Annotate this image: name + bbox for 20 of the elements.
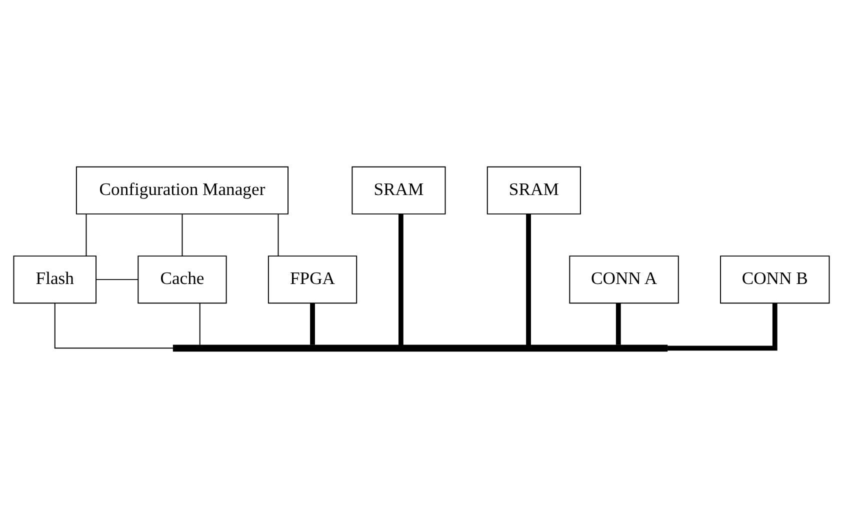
connector	[310, 303, 315, 345]
connector	[86, 214, 87, 256]
node-box: FPGA	[268, 256, 358, 304]
node-box: Flash	[13, 256, 97, 304]
node-box: CONN A	[569, 256, 679, 304]
node-box: Cache	[138, 256, 227, 304]
connector	[616, 303, 621, 345]
node-box: SRAM	[486, 166, 581, 214]
connector	[199, 302, 200, 346]
node-bar	[172, 344, 668, 352]
connector	[668, 303, 778, 351]
connector	[96, 279, 139, 280]
node-box: Configuration Manager	[76, 166, 289, 214]
node-box: SRAM	[352, 166, 446, 214]
node-box: CONN B	[720, 256, 830, 304]
connector	[182, 214, 183, 256]
connector	[398, 214, 404, 346]
connector	[54, 302, 174, 349]
connector	[278, 214, 279, 256]
connector	[526, 214, 531, 346]
